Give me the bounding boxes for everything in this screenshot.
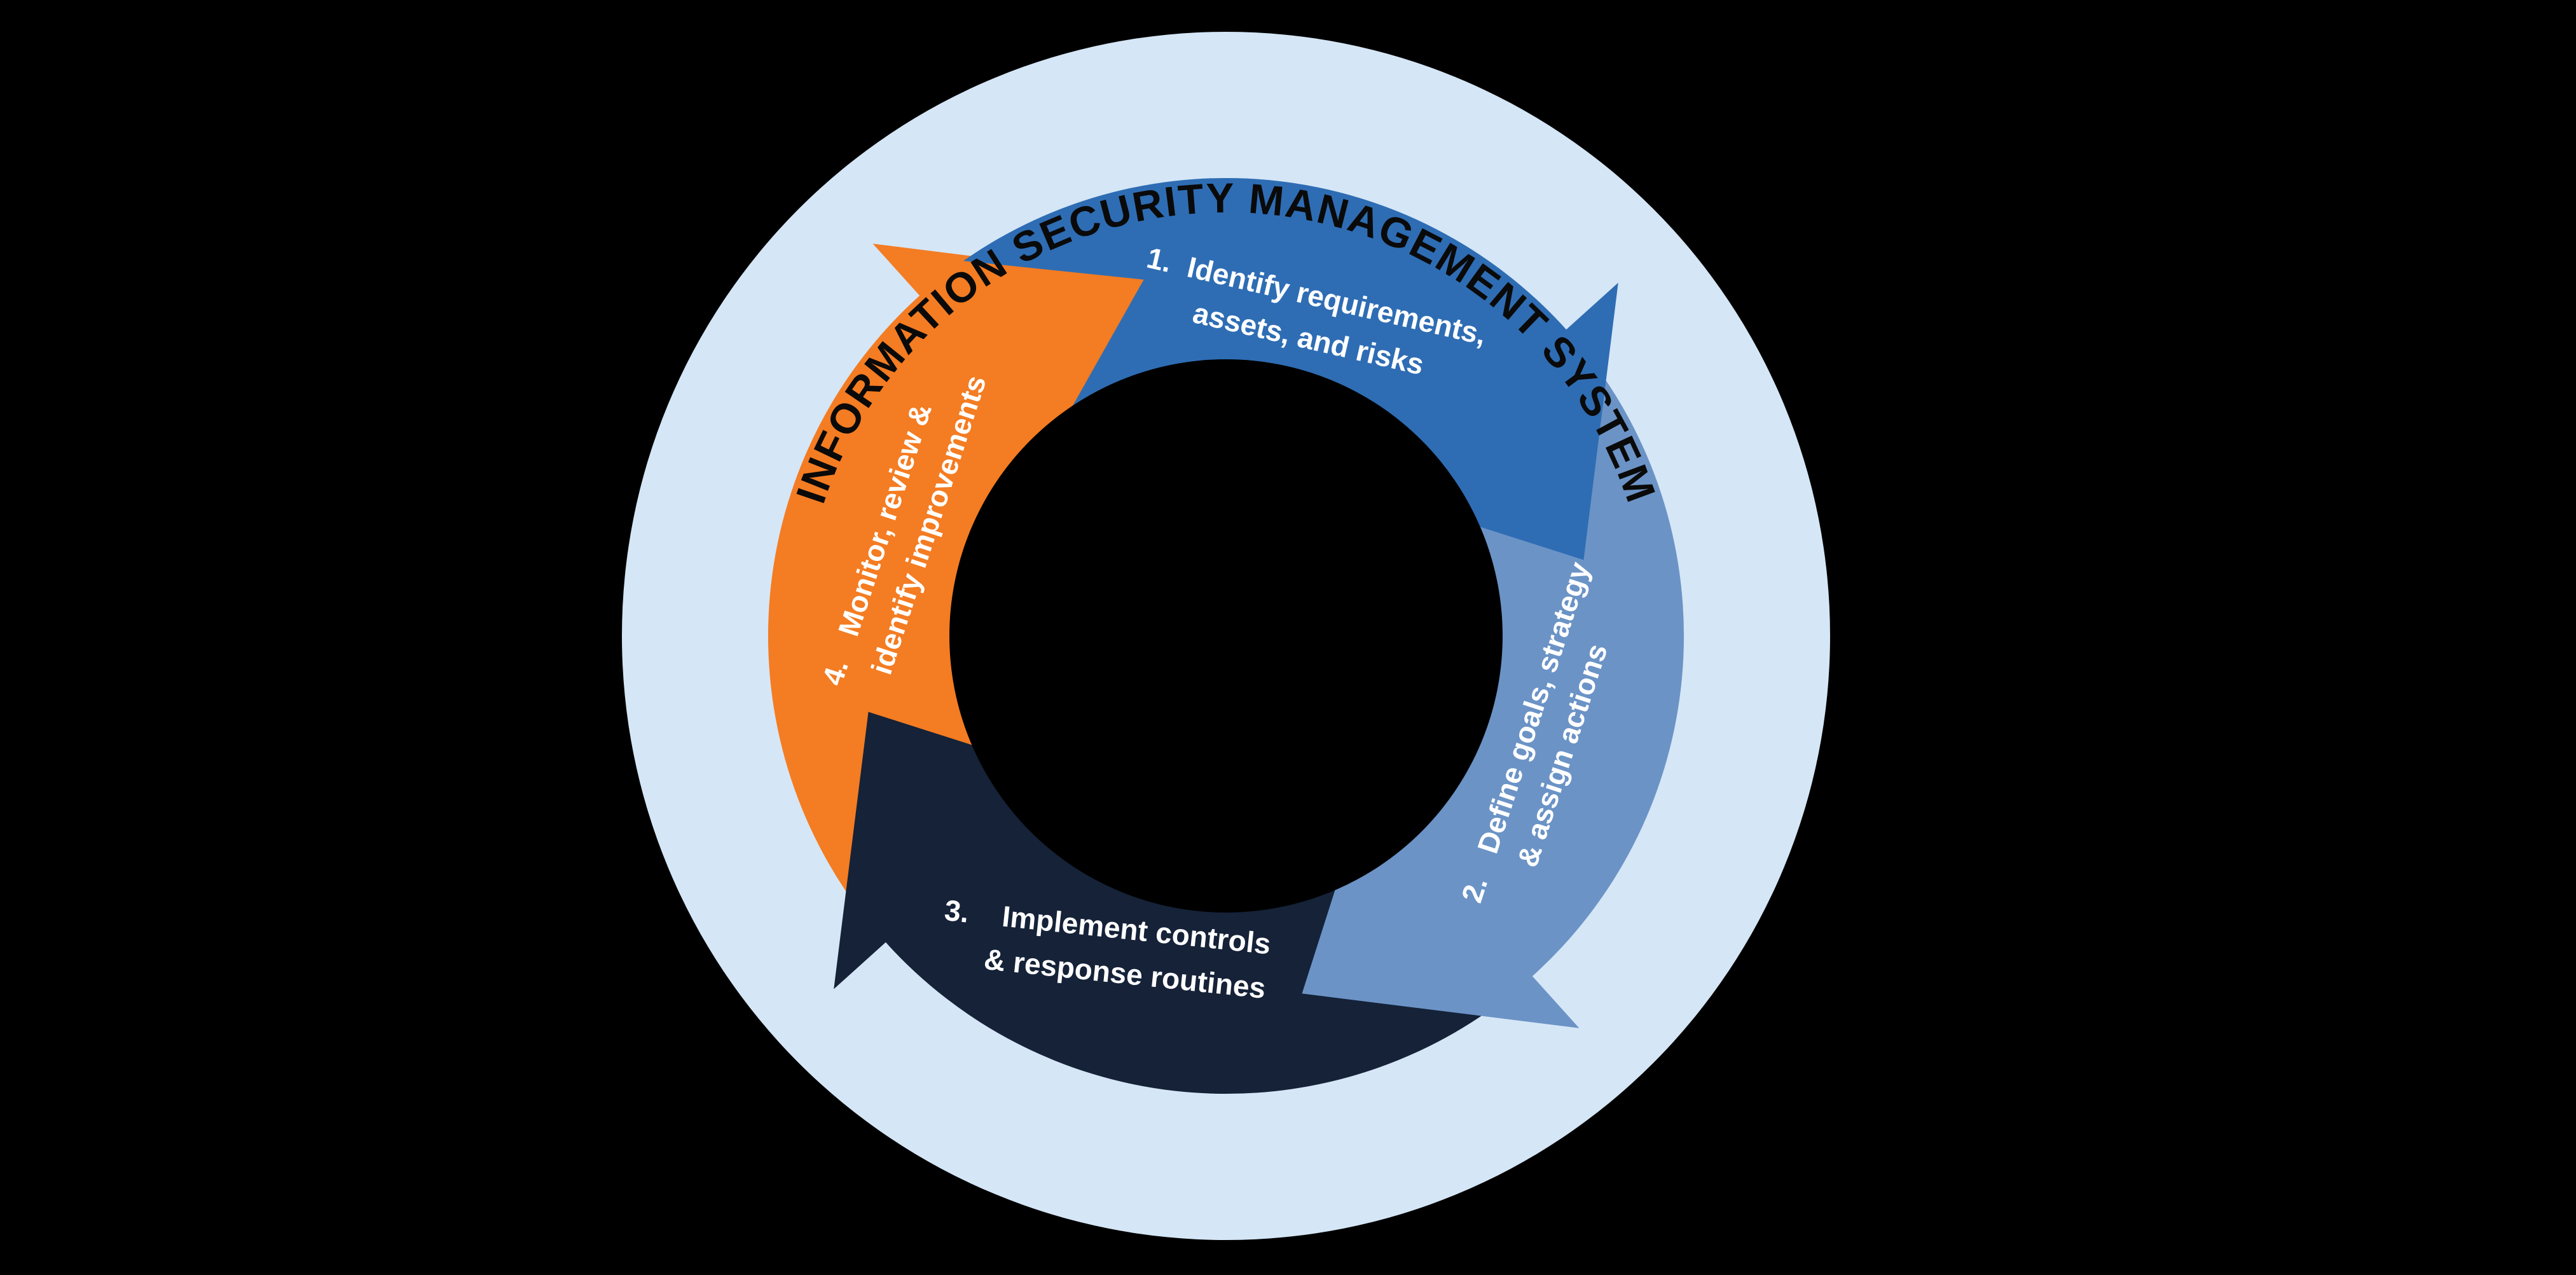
center-circle bbox=[949, 359, 1503, 913]
step-3-number: 3. bbox=[943, 893, 971, 929]
